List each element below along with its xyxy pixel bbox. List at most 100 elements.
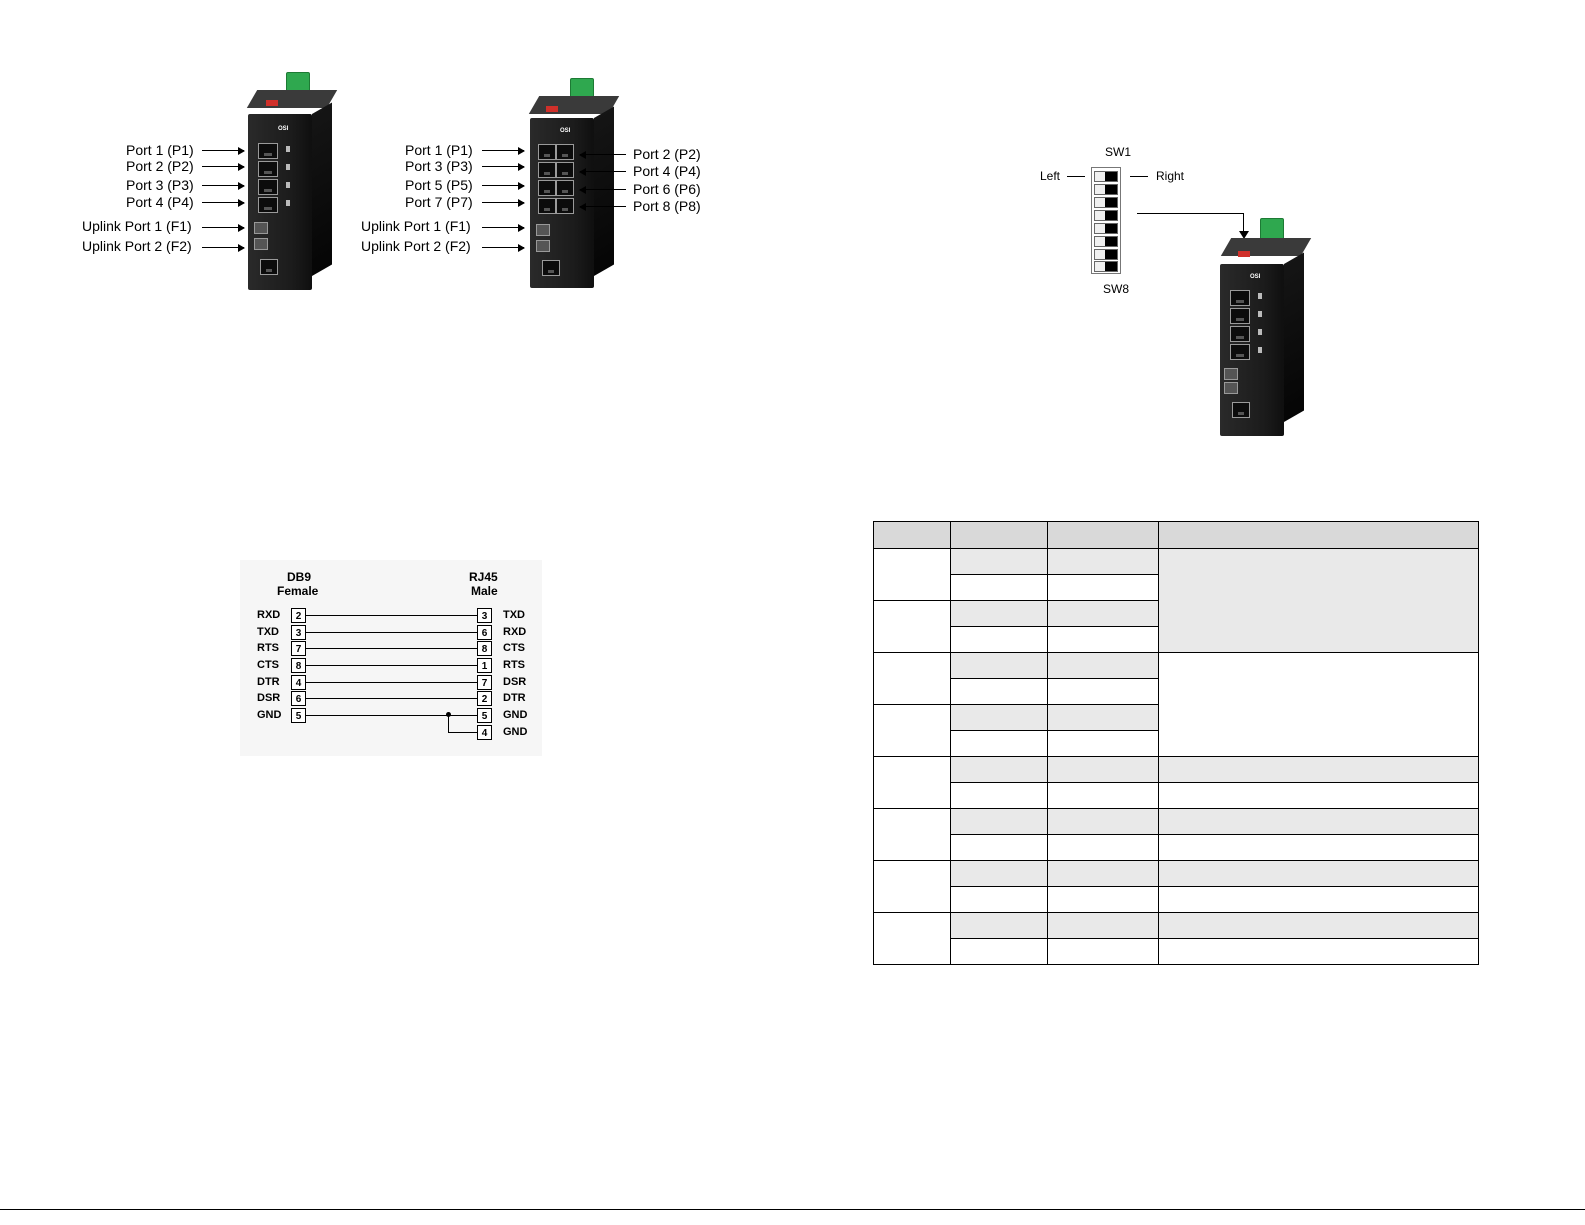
arrow-right (482, 198, 525, 207)
table-cell (1047, 782, 1159, 809)
table-cell (1047, 574, 1159, 601)
rj45-port-p2 (258, 161, 278, 177)
table-cell (1047, 912, 1159, 939)
db9-pin: 7 (291, 641, 306, 656)
dip-top-label: SW1 (1105, 145, 1132, 159)
table-header-cell (1158, 521, 1479, 549)
table-cell (1047, 730, 1159, 757)
arrow-right (482, 146, 525, 155)
dip-bottom-label: SW8 (1103, 282, 1130, 296)
rj45-port (1230, 344, 1250, 360)
rj45-port-p7 (538, 198, 556, 214)
table-row (874, 938, 1479, 965)
table-cell (1047, 548, 1159, 575)
rj45-port-p1 (258, 143, 278, 159)
rj45-pin: 5 (477, 708, 492, 723)
arrow-left (579, 202, 626, 211)
rj45-pin: 4 (477, 725, 492, 740)
led (1258, 347, 1262, 353)
rj45-port (1230, 290, 1250, 306)
port-label: Port 4 (P4) (633, 163, 701, 179)
db9-signal: RXD (257, 609, 281, 621)
table-cell (950, 938, 1048, 965)
table-cell (1158, 756, 1479, 783)
sfp-port-f1 (536, 224, 550, 236)
db9-signal: DTR (257, 676, 280, 688)
table-cell (1158, 808, 1479, 835)
table-cell (1158, 912, 1479, 939)
sfp-port-f2 (536, 240, 550, 252)
table-cell (950, 834, 1048, 861)
port-label: Port 1 (P1) (405, 142, 473, 158)
table-row (873, 860, 1479, 913)
table-cell (950, 730, 1048, 757)
db9-signal: GND (257, 709, 282, 721)
dip-switch-table (873, 521, 1479, 965)
switch-device-4port: OSI (246, 72, 338, 292)
led (286, 182, 290, 188)
table-header-row (873, 521, 1479, 549)
rj45-signal: GND (503, 726, 528, 738)
dip-switch-5 (1094, 223, 1118, 234)
table-cell (950, 626, 1048, 653)
led (286, 164, 290, 170)
table-cell (873, 652, 951, 705)
table-cell (1047, 886, 1159, 913)
pointer-line (1243, 213, 1244, 233)
dip-left-label: Left (1040, 169, 1061, 183)
wire (306, 665, 477, 666)
wire (306, 648, 477, 649)
table-cell (1047, 756, 1159, 783)
table-cell (1047, 834, 1159, 861)
wire (306, 615, 477, 616)
table-cell (950, 704, 1048, 731)
arrow-left (579, 150, 626, 159)
table-cell (1047, 652, 1159, 679)
rj45-pin: 1 (477, 658, 492, 673)
table-header-cell (873, 521, 951, 549)
port-label: Port 1 (P1) (126, 142, 194, 158)
console-port (542, 260, 560, 276)
device-side (594, 106, 614, 276)
dip-switch-red (546, 106, 558, 112)
port-label: Port 5 (P5) (405, 177, 473, 193)
led (1258, 329, 1262, 335)
rj45-pin: 6 (477, 625, 492, 640)
rj45-port-p3 (258, 179, 278, 195)
rj45-signal: RTS (503, 659, 525, 671)
rj45-port (1230, 326, 1250, 342)
arrow-right (482, 223, 525, 232)
arrow-right (202, 243, 245, 252)
table-cell (1158, 782, 1479, 809)
pointer-line (1137, 213, 1244, 214)
db9-signal: TXD (257, 626, 279, 638)
rj45-title: RJ45 (469, 570, 498, 584)
table-cell (873, 756, 951, 809)
table-cell (1047, 704, 1159, 731)
leader-line (1130, 176, 1148, 177)
wire (448, 715, 449, 732)
rj45-signal: DSR (503, 676, 527, 688)
rj45-port-p2 (556, 144, 574, 160)
db9-pin: 2 (291, 608, 306, 623)
table-row (874, 886, 1479, 913)
table-cell (950, 808, 1048, 835)
table-cell (1158, 548, 1479, 653)
dip-switch-3 (1094, 197, 1118, 208)
led (286, 200, 290, 206)
table-cell (1158, 860, 1479, 887)
junction-dot (446, 712, 451, 717)
rj45-port-p5 (538, 180, 556, 196)
sfp-port-f1 (254, 222, 268, 234)
wire (306, 715, 477, 716)
dip-switch-red (266, 100, 278, 106)
table-cell (950, 860, 1048, 887)
table-row (873, 704, 1479, 757)
dip-switch-block (1091, 167, 1121, 274)
table-row (874, 626, 1479, 653)
table-cell (1047, 808, 1159, 835)
device-top (246, 90, 338, 108)
sfp-port-f2 (254, 238, 268, 250)
table-cell (1158, 938, 1479, 965)
table-row (873, 548, 1479, 653)
